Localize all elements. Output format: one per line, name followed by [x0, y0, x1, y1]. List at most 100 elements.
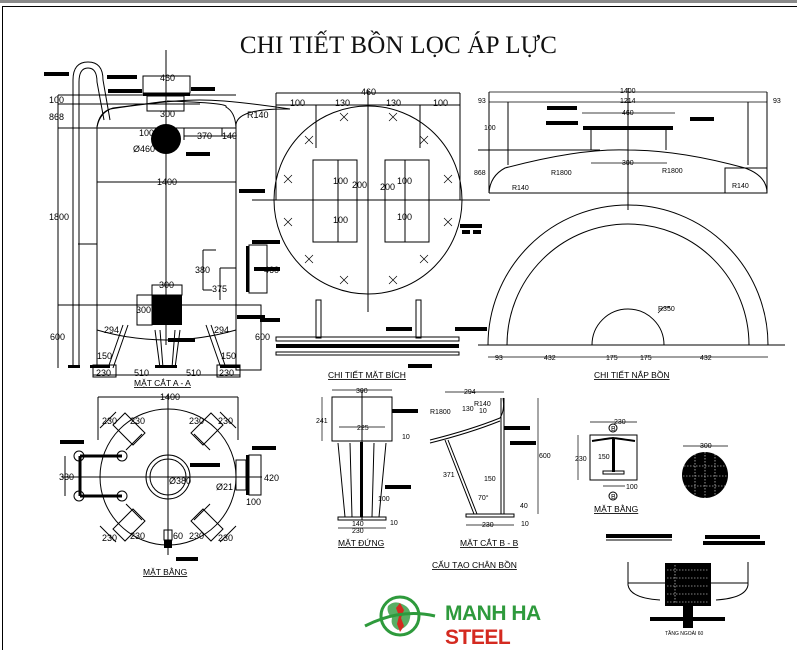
dim-text: 294: [214, 325, 229, 335]
dim-text: R1800: [551, 170, 572, 177]
caption-flange: CHI TIẾT MẶT BÍCH: [328, 370, 406, 380]
dim-text: 230: [102, 416, 117, 426]
front-view: 300 241 225 10 100 140 230 10 MẶT ĐỨNG: [316, 388, 418, 548]
dim-text: 100: [397, 212, 412, 222]
dim-text: 130: [462, 406, 474, 413]
dim-text: 1214: [620, 98, 636, 105]
dim-text: 100: [290, 98, 305, 108]
cover-inner-arc: [591, 308, 665, 346]
dim-text: 1400: [160, 392, 180, 402]
caption-front: MẶT ĐỨNG: [338, 538, 384, 548]
dim-text: 130: [335, 98, 350, 108]
dim-text: 150: [484, 476, 496, 483]
dim-text: 1800: [49, 212, 69, 222]
dim-text: 140: [222, 131, 237, 141]
section-mark: [608, 423, 618, 433]
caption-leg-plan: MẶT BẰNG: [594, 504, 638, 514]
dim-text: 70°: [478, 494, 489, 502]
strainer-disc: [682, 452, 728, 498]
logo-text: MANH HA STEEL: [445, 602, 580, 650]
dim-text: R140: [512, 185, 529, 192]
dim-text: 1400: [157, 177, 177, 187]
riser-pipe: [72, 61, 111, 368]
dim-text: R1800: [430, 409, 451, 416]
dim-text: 150: [221, 351, 236, 361]
dim-text: Ø380: [169, 476, 191, 486]
dim-text: 60: [173, 531, 183, 541]
dim-text: Ø460: [133, 144, 155, 154]
dim-text: 40: [520, 503, 528, 510]
section-b-view: 294 R1800 R140 130 10 600 371 150 70° 23…: [429, 389, 551, 570]
dim-text: 230: [189, 531, 204, 541]
dim-text: 230: [96, 368, 111, 378]
dim-text: 600: [50, 332, 65, 342]
dim-text: 100: [49, 95, 64, 105]
footing-block: [665, 563, 711, 606]
dim-text: 1400: [620, 88, 636, 95]
dim-text: 230: [189, 416, 204, 426]
dim-text: R140: [474, 401, 491, 408]
dim-text: 10: [521, 521, 529, 528]
dim-text: 432: [700, 355, 712, 362]
side-port: [246, 246, 249, 292]
dim-text: 230: [219, 368, 234, 378]
sight-glass: [151, 124, 181, 154]
dim-text: 420: [264, 473, 279, 483]
dim-text: 600: [539, 453, 551, 460]
dim-text: 460: [622, 110, 634, 117]
dim-text: 100: [397, 176, 412, 186]
dim-text: 150: [97, 351, 112, 361]
bolt-marks: [283, 112, 453, 285]
dim-text: 300: [356, 388, 368, 395]
dim-text: 230: [102, 533, 117, 543]
dim-text: 375: [212, 284, 227, 294]
dim-text: 150: [598, 454, 610, 461]
caption-footing: CẤU TẠO CHÂN BỒN: [432, 559, 517, 570]
dim-text: 380: [195, 265, 210, 275]
dim-text: 370: [197, 131, 212, 141]
dim-text: 10: [402, 434, 410, 441]
central-ring: [145, 454, 191, 500]
dim-text: 230: [130, 531, 145, 541]
dim-text: 300: [136, 305, 151, 315]
dim-text: 200: [380, 182, 395, 192]
dim-text: 510: [134, 368, 149, 378]
dim-text: 510: [186, 368, 201, 378]
section-a-view: 460 300 100 868 R140 100 Ø460 370 140 14…: [44, 50, 291, 388]
plan-view: 1400 230 230 230 230 230 230 230 230 330…: [59, 392, 279, 577]
footing-note: TẦNG NGOÀI 60: [665, 630, 704, 637]
leg-plates: [99, 411, 237, 543]
dim-text: 300: [160, 109, 175, 119]
section-mark-label: B: [611, 494, 616, 501]
dim-text: 100: [333, 215, 348, 225]
dim-text: 93: [495, 355, 503, 362]
dim-text: 140: [352, 521, 364, 528]
dim-text: 241: [316, 418, 328, 425]
dim-text: 93: [773, 98, 781, 105]
dim-text: 100: [433, 98, 448, 108]
dim-text: 300: [700, 443, 712, 450]
flange-slot: [312, 159, 358, 243]
caption-cover: CHI TIẾT NẮP BỒN: [594, 369, 670, 380]
logo-text-green: MANH HA: [445, 602, 540, 625]
dim-text: 460: [160, 73, 175, 83]
dim-text: 868: [49, 112, 64, 122]
dim-text: Ø21: [216, 482, 233, 492]
dim-text: 230: [352, 528, 364, 535]
caption-section-a: MẶT CẮT A - A: [134, 378, 191, 388]
dim-text: 300: [159, 280, 174, 290]
strainer-view: 300: [682, 443, 728, 498]
dim-text: 330: [59, 472, 74, 482]
logo-text-red: STEEL: [445, 626, 511, 649]
dim-text: 230: [130, 416, 145, 426]
flange-view: 460 100 130 130 100 100 100 100 100 200 …: [252, 87, 490, 380]
tank-legs: [96, 324, 237, 369]
dim-text: 130: [386, 98, 401, 108]
leg-plan-view: 230 230 150 100 B B MẶT BẰNG: [575, 419, 638, 514]
dim-text: R140: [732, 183, 749, 190]
flange-slot: [384, 159, 430, 243]
cover-view: 1400 93 1214 93 460 100 300 868 R1800 R1…: [474, 88, 785, 380]
caption-plan: MẶT BẰNG: [143, 567, 187, 577]
dim-text: 460: [361, 87, 376, 97]
